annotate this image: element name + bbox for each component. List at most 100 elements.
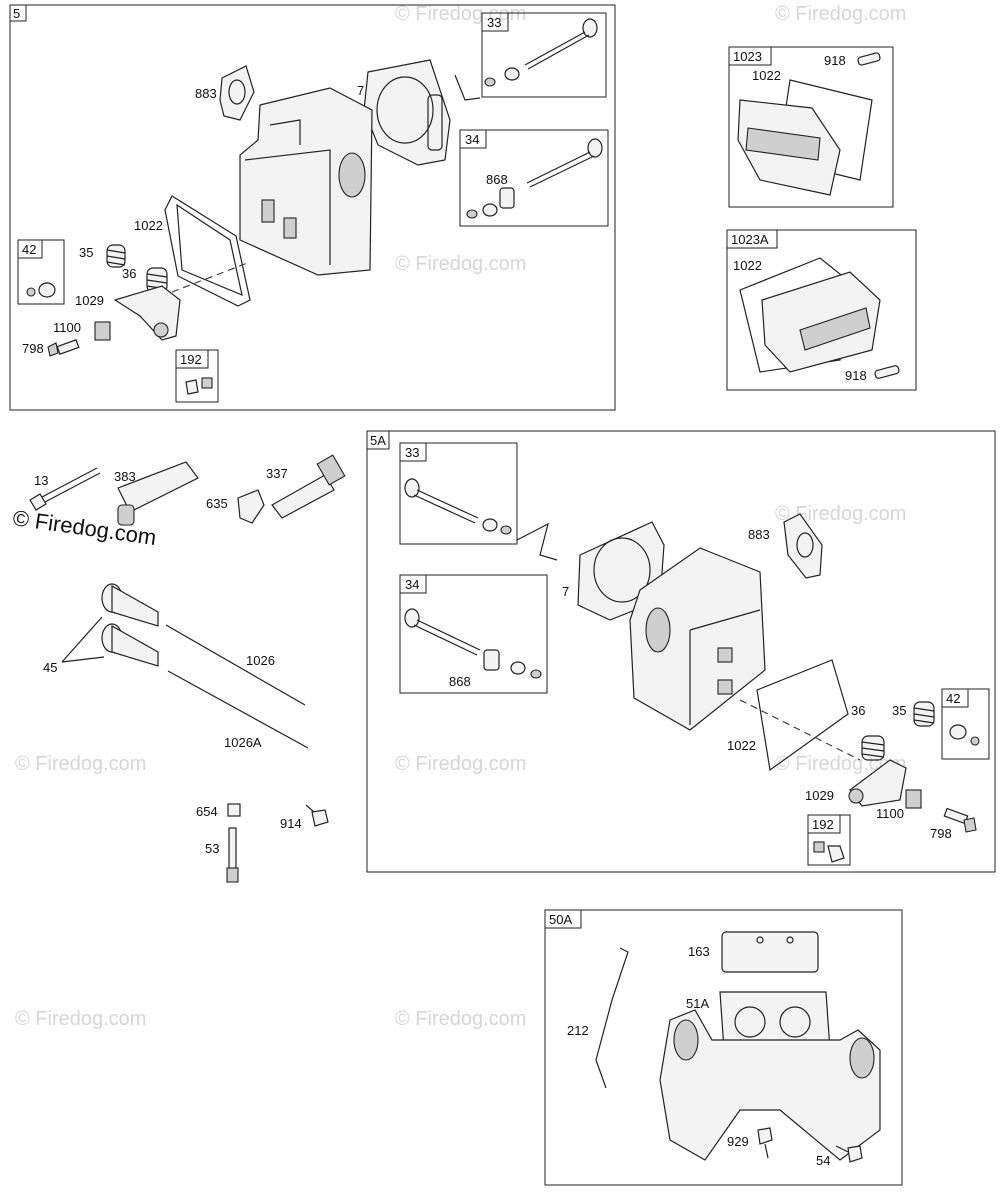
nut-icon <box>185 379 199 395</box>
push-rod-icon <box>165 624 306 706</box>
spring-icon <box>106 244 126 268</box>
bolt-icon <box>47 339 80 357</box>
part-label: 7 <box>357 83 364 98</box>
part-label: 1100 <box>53 320 81 335</box>
part-label: 36 <box>851 703 865 718</box>
part-label: 1029 <box>805 788 834 803</box>
rocker-arm-icon <box>848 759 907 807</box>
part-label: 337 <box>266 466 288 481</box>
bolt-icon <box>943 807 977 833</box>
part-label: 929 <box>727 1134 749 1149</box>
spark-plug-icon <box>271 454 346 519</box>
subassembly-tag: 34 <box>405 577 419 592</box>
watermark: © Firedog.com <box>15 1008 146 1030</box>
dashed-guide-line <box>739 699 861 761</box>
subassembly-33-box <box>481 12 607 98</box>
keeper-icon <box>26 287 36 297</box>
rocker-arm-icon <box>113 285 181 341</box>
part-label: 1022 <box>727 738 756 753</box>
spring-icon <box>913 701 935 727</box>
part-label: 918 <box>824 53 846 68</box>
subassembly-tag: 34 <box>465 132 479 147</box>
nut-icon <box>827 845 845 863</box>
part-label: 163 <box>688 944 710 959</box>
panel-1023: 1023 1022 918 <box>728 46 894 208</box>
exhaust-gasket-icon <box>721 931 819 973</box>
part-label: 35 <box>892 703 906 718</box>
valve-icon <box>484 18 598 87</box>
part-label: 13 <box>34 473 48 488</box>
exhaust-manifold-icon <box>659 1009 881 1161</box>
cylinder-head-icon <box>629 547 766 731</box>
subassembly-tag: 42 <box>946 691 960 706</box>
push-rod-icon <box>167 670 309 749</box>
part-label: 54 <box>816 1153 830 1168</box>
valve-cover-icon <box>737 79 873 196</box>
panel-tag: 50A <box>549 912 572 927</box>
retainer-icon <box>949 724 967 740</box>
subassembly-tag: 42 <box>22 242 36 257</box>
part-label: 798 <box>22 341 44 356</box>
part-label: 654 <box>196 804 218 819</box>
subassembly-tag: 192 <box>812 817 834 832</box>
subassembly-33-box <box>399 442 518 545</box>
watermark: © Firedog.com <box>395 253 526 275</box>
screw-icon <box>813 841 825 853</box>
nut-icon <box>227 803 241 817</box>
screw-icon <box>305 804 329 827</box>
part-label: 1022 <box>752 68 781 83</box>
watermark: © Firedog.com <box>395 753 526 775</box>
part-label: 212 <box>567 1023 589 1038</box>
panel-1023a: 1023A 1022 918 <box>726 229 917 391</box>
valve-icon <box>404 608 542 679</box>
support-rod-icon <box>595 947 629 1089</box>
retainer-icon <box>38 282 56 298</box>
subassembly-tag: 33 <box>405 445 419 460</box>
cover-gasket-icon <box>756 659 849 772</box>
part-label: 798 <box>930 826 952 841</box>
part-number-label: 868 <box>486 172 508 187</box>
spring-icon <box>861 735 885 761</box>
valve-icon <box>466 138 603 219</box>
stud-icon <box>857 52 881 66</box>
gasket-883-icon <box>783 513 823 579</box>
part-label: 918 <box>845 368 867 383</box>
panel-tag: 5A <box>370 433 386 448</box>
breather-tube-icon <box>117 461 199 526</box>
part-label: 51A <box>686 996 709 1011</box>
screw-icon <box>201 377 213 389</box>
part-label: 1100 <box>876 806 904 821</box>
stud-icon <box>226 827 239 883</box>
part-label: 1026A <box>224 735 262 750</box>
valve-icon <box>404 478 512 535</box>
tappet-icon <box>61 583 159 667</box>
part-label: 35 <box>79 245 93 260</box>
panel-tag: 1023 <box>733 49 762 64</box>
screw-icon <box>835 1145 863 1163</box>
part-label: 36 <box>122 266 136 281</box>
leader-line <box>454 74 481 101</box>
panel-tag: 5 <box>13 6 20 21</box>
loose-parts: 13 383 337 635 45 1026 1026A <box>29 454 346 883</box>
long-bolt-icon <box>29 467 101 511</box>
part-label: 7 <box>562 584 569 599</box>
panel-5: 5 33 34 868 <box>9 4 616 411</box>
part-label: 883 <box>195 86 217 101</box>
watermark: © Firedog.com <box>395 3 526 25</box>
part-label: 53 <box>205 841 219 856</box>
watermark: © Firedog.com <box>395 1008 526 1030</box>
watermark: © Firedog.com <box>775 503 906 525</box>
dashed-guide-line <box>171 261 251 293</box>
panel-5a: 5A 33 34 868 7 <box>366 430 996 873</box>
watermark: © Firedog.com <box>775 3 906 25</box>
rocker-guide-icon <box>905 789 922 809</box>
part-label: 1022 <box>134 218 163 233</box>
gasket-883-icon <box>219 65 255 121</box>
cover-gasket-icon <box>164 195 251 307</box>
leader-line <box>516 522 558 561</box>
part-label: 635 <box>206 496 228 511</box>
part-label: 383 <box>114 469 136 484</box>
part-label: 883 <box>748 527 770 542</box>
watermark-prominent: © Firedog.com <box>11 505 158 550</box>
